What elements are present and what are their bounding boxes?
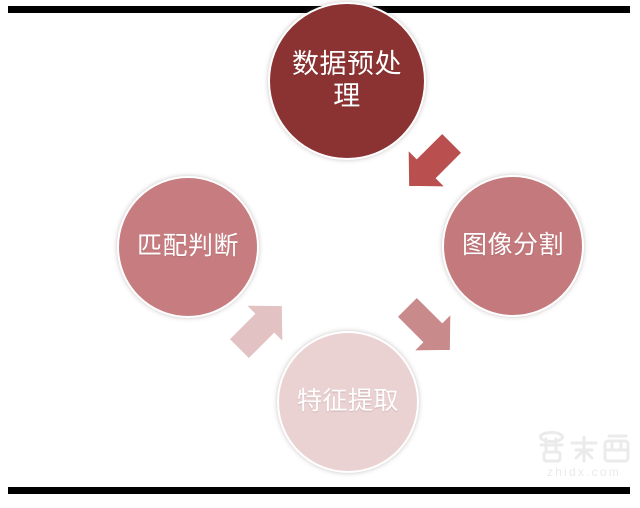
node-label-image-segmentation: 图像分割 — [461, 231, 564, 260]
node-match-decision[interactable]: 匹配判断 — [117, 176, 259, 318]
bottom-divider-rule — [8, 487, 630, 494]
node-image-segmentation[interactable]: 图像分割 — [442, 175, 584, 317]
watermark: zhidx.com — [534, 428, 634, 484]
node-label-data-preprocessing: 数据预处理 — [292, 49, 402, 111]
node-label-match-decision: 匹配判断 — [136, 232, 239, 261]
node-label-feature-extraction: 特征提取 — [296, 387, 399, 416]
node-feature-extraction[interactable]: 特征提取 — [277, 331, 419, 473]
arrow-preprocess-to-segment-icon — [395, 128, 467, 200]
zhidx-logo-icon — [534, 428, 634, 466]
node-data-preprocessing[interactable]: 数据预处理 — [268, 2, 426, 160]
watermark-url: zhidx.com — [547, 465, 621, 479]
arrow-segment-to-feature-icon — [392, 292, 464, 364]
arrow-feature-to-match-icon — [224, 292, 296, 364]
